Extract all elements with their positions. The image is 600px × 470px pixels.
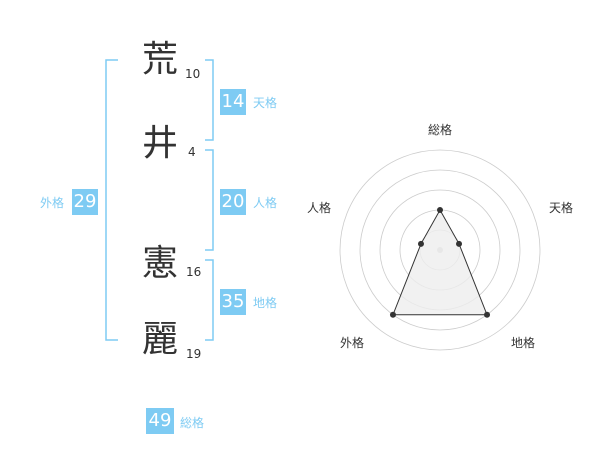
name-char-2-strokes: 4 bbox=[188, 145, 196, 159]
chikaku-label: 地格 bbox=[253, 296, 278, 310]
chikaku-bracket bbox=[205, 259, 214, 341]
name-char-1: 荒 bbox=[141, 39, 178, 80]
radar-point bbox=[456, 240, 463, 247]
soukaku-label: 総格 bbox=[180, 416, 205, 430]
radar-label-gaikaku: 外格 bbox=[340, 336, 365, 350]
tenkaku-label: 天格 bbox=[253, 96, 278, 110]
gaikaku-label: 外格 bbox=[40, 196, 65, 210]
soukaku-value: 49 bbox=[146, 408, 174, 434]
name-char-4-strokes: 19 bbox=[186, 347, 202, 361]
name-char-1-strokes: 10 bbox=[185, 67, 201, 81]
radar-label-tenkaku: 天格 bbox=[549, 201, 574, 215]
gaikaku-value: 29 bbox=[72, 189, 98, 215]
name-char-3: 憲 bbox=[141, 243, 178, 284]
radar-point bbox=[389, 311, 396, 318]
radar-label-jinkaku: 人格 bbox=[307, 201, 332, 215]
jinkaku-value: 20 bbox=[220, 189, 246, 215]
gaikaku-bracket bbox=[105, 59, 118, 341]
jinkaku-bracket bbox=[205, 149, 214, 251]
tenkaku-value: 14 bbox=[220, 89, 246, 115]
chikaku-value: 35 bbox=[220, 289, 246, 315]
radar-polygon bbox=[392, 208, 488, 316]
jinkaku-label: 人格 bbox=[253, 196, 278, 210]
radar-point bbox=[437, 207, 443, 213]
name-char-2: 井 bbox=[141, 123, 178, 164]
name-char-3-strokes: 16 bbox=[186, 265, 202, 279]
radar-point bbox=[484, 311, 491, 318]
name-char-4: 麗 bbox=[141, 319, 178, 360]
radar-ring bbox=[359, 169, 521, 331]
radar-ring bbox=[339, 149, 541, 351]
tenkaku-bracket bbox=[205, 59, 214, 141]
radar-label-chikaku: 地格 bbox=[511, 336, 536, 350]
radar-label-soukaku: 総格 bbox=[428, 123, 453, 137]
radar-point bbox=[417, 240, 424, 247]
